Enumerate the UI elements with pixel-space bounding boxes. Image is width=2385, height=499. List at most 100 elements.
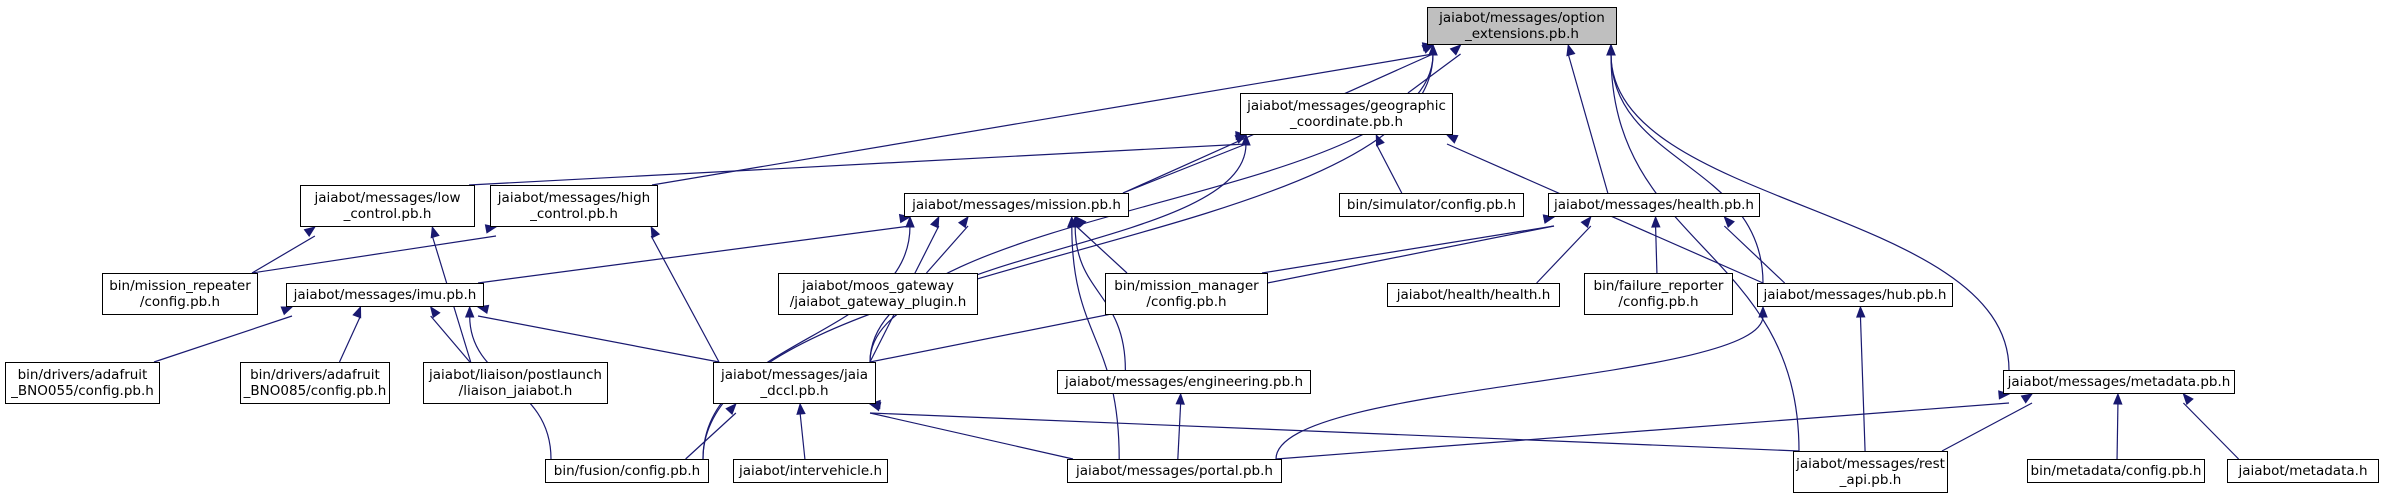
arrowhead bbox=[1580, 215, 1592, 229]
dependency-edge bbox=[1275, 402, 2010, 460]
arrowhead bbox=[1758, 305, 1768, 318]
node-label: jaiabot/messages/high _control.pb.h bbox=[497, 190, 651, 222]
dependency-edge bbox=[2182, 402, 2240, 460]
dependency-edge bbox=[1071, 225, 1120, 460]
dependency-edge bbox=[1122, 143, 1247, 194]
node-fusion-config[interactable]: bin/fusion/config.pb.h bbox=[545, 459, 709, 483]
arrowhead bbox=[1856, 305, 1866, 318]
arrowhead bbox=[1566, 43, 1576, 57]
arrowhead bbox=[1241, 133, 1251, 146]
dependency-edge bbox=[926, 225, 969, 274]
node-label: jaiabot/messages/geographic _coordinate.… bbox=[1247, 98, 1446, 130]
node-label: bin/mission_repeater /config.pb.h bbox=[109, 278, 251, 310]
node-metadata-config[interactable]: bin/metadata/config.pb.h bbox=[2027, 459, 2205, 483]
arrowhead bbox=[2113, 392, 2123, 405]
dependency-edge bbox=[1177, 402, 1182, 460]
node-label: bin/failure_reporter /config.pb.h bbox=[1593, 278, 1724, 310]
node-label: jaiabot/messages/low _control.pb.h bbox=[314, 190, 461, 222]
node-label: bin/drivers/adafruit _BNO055/config.pb.h bbox=[11, 367, 154, 399]
node-rest-api[interactable]: jaiabot/messages/rest _api.pb.h bbox=[1793, 451, 1948, 493]
node-health-h[interactable]: jaiabot/health/health.h bbox=[1387, 283, 1560, 307]
node-label: jaiabot/moos_gateway /jaiabot_gateway_pl… bbox=[789, 278, 967, 310]
dependency-edge bbox=[1407, 53, 1461, 94]
arrowhead bbox=[303, 226, 316, 238]
node-label: bin/mission_manager /config.pb.h bbox=[1114, 278, 1259, 310]
dependency-edge bbox=[1075, 225, 1128, 274]
arrowhead bbox=[1428, 43, 1438, 56]
node-failure-reporter-config[interactable]: bin/failure_reporter /config.pb.h bbox=[1584, 273, 1733, 315]
dependency-edge bbox=[2116, 402, 2119, 460]
node-geographic-coordinate[interactable]: jaiabot/messages/geographic _coordinate.… bbox=[1240, 93, 1453, 135]
node-portal[interactable]: jaiabot/messages/portal.pb.h bbox=[1067, 459, 1282, 483]
arrowhead bbox=[1445, 134, 1459, 144]
dependency-edge bbox=[477, 315, 720, 363]
dependency-edge bbox=[1610, 53, 1764, 284]
dependency-edge bbox=[1375, 143, 1403, 194]
node-low-control[interactable]: jaiabot/messages/low _control.pb.h bbox=[300, 185, 475, 227]
arrowhead bbox=[650, 225, 661, 239]
dependency-edge bbox=[702, 225, 911, 460]
dependency-edge bbox=[1654, 225, 1658, 274]
node-health[interactable]: jaiabot/messages/health.pb.h bbox=[1548, 193, 1760, 217]
arrowhead bbox=[1606, 43, 1616, 56]
arrowhead bbox=[352, 305, 362, 319]
dependency-edge bbox=[1567, 53, 1609, 194]
arrowhead bbox=[1375, 133, 1385, 147]
node-bno085-config[interactable]: bin/drivers/adafruit _BNO085/config.pb.h bbox=[240, 362, 390, 404]
dependency-edge bbox=[1610, 53, 2010, 371]
arrowhead bbox=[1651, 215, 1661, 228]
node-label: jaiabot/messages/metadata.pb.h bbox=[2007, 374, 2231, 390]
dependency-edge bbox=[1723, 225, 1786, 284]
node-metadata-pb[interactable]: jaiabot/messages/metadata.pb.h bbox=[2003, 370, 2235, 394]
node-label: jaiabot/intervehicle.h bbox=[738, 463, 883, 479]
node-mission[interactable]: jaiabot/messages/mission.pb.h bbox=[904, 193, 1129, 217]
dependency-edge bbox=[1610, 53, 1800, 452]
arrowhead bbox=[796, 402, 806, 415]
dependency-edge bbox=[1261, 225, 1555, 274]
node-label: jaiabot/liaison/postlaunch /liaison_jaia… bbox=[429, 367, 602, 399]
dependency-edge bbox=[468, 143, 1247, 186]
node-label: jaiabot/messages/option _extensions.pb.h bbox=[1439, 10, 1605, 42]
dependency-edge bbox=[430, 315, 471, 363]
node-bno055-config[interactable]: bin/drivers/adafruit _BNO055/config.pb.h bbox=[5, 362, 160, 404]
node-label: jaiabot/metadata.h bbox=[2238, 463, 2368, 479]
arrowhead bbox=[725, 403, 737, 415]
node-label: bin/fusion/config.pb.h bbox=[553, 463, 701, 479]
arrowhead bbox=[1075, 216, 1087, 228]
arrowhead bbox=[905, 215, 915, 228]
arrowhead bbox=[464, 305, 475, 318]
node-liaison-jaiabot[interactable]: jaiabot/liaison/postlaunch /liaison_jaia… bbox=[423, 362, 608, 404]
arrowhead bbox=[1234, 134, 1248, 144]
node-mission-repeater-config[interactable]: bin/mission_repeater /config.pb.h bbox=[102, 273, 258, 315]
dependency-edge bbox=[869, 412, 1074, 460]
arrowhead bbox=[1449, 44, 1462, 56]
node-option-extensions: jaiabot/messages/option _extensions.pb.h bbox=[1427, 7, 1617, 45]
arrowhead bbox=[1421, 44, 1435, 54]
arrowhead bbox=[1175, 392, 1185, 405]
node-simulator-config[interactable]: bin/simulator/config.pb.h bbox=[1339, 193, 1524, 217]
node-engineering[interactable]: jaiabot/messages/engineering.pb.h bbox=[1057, 370, 1311, 394]
node-jaia-dccl[interactable]: jaiabot/messages/jaia _dccl.pb.h bbox=[713, 362, 876, 404]
node-high-control[interactable]: jaiabot/messages/high _control.pb.h bbox=[490, 185, 658, 227]
node-hub[interactable]: jaiabot/messages/hub.pb.h bbox=[1757, 283, 1953, 307]
dependency-edge bbox=[251, 235, 316, 274]
node-imu[interactable]: jaiabot/messages/imu.pb.h bbox=[286, 283, 484, 307]
dependency-edge bbox=[153, 315, 293, 363]
node-moos-gateway[interactable]: jaiabot/moos_gateway /jaiabot_gateway_pl… bbox=[778, 273, 978, 315]
node-metadata-h[interactable]: jaiabot/metadata.h bbox=[2227, 459, 2379, 483]
arrowhead bbox=[429, 305, 441, 319]
node-label: bin/drivers/adafruit _BNO085/config.pb.h bbox=[243, 367, 387, 399]
dependency-edge bbox=[869, 412, 1800, 452]
arrowhead bbox=[280, 306, 294, 316]
dependency-edge bbox=[1074, 225, 1126, 371]
dependency-edge bbox=[685, 412, 737, 460]
node-intervehicle[interactable]: jaiabot/intervehicle.h bbox=[733, 459, 888, 483]
arrowhead bbox=[930, 215, 940, 229]
arrowhead bbox=[2020, 393, 2034, 404]
dependency-edge bbox=[651, 53, 1434, 186]
node-label: bin/simulator/config.pb.h bbox=[1346, 197, 1517, 213]
node-mission-manager-config[interactable]: bin/mission_manager /config.pb.h bbox=[1105, 273, 1268, 315]
node-label: bin/metadata/config.pb.h bbox=[2030, 463, 2202, 479]
dependency-edge bbox=[869, 143, 1247, 363]
